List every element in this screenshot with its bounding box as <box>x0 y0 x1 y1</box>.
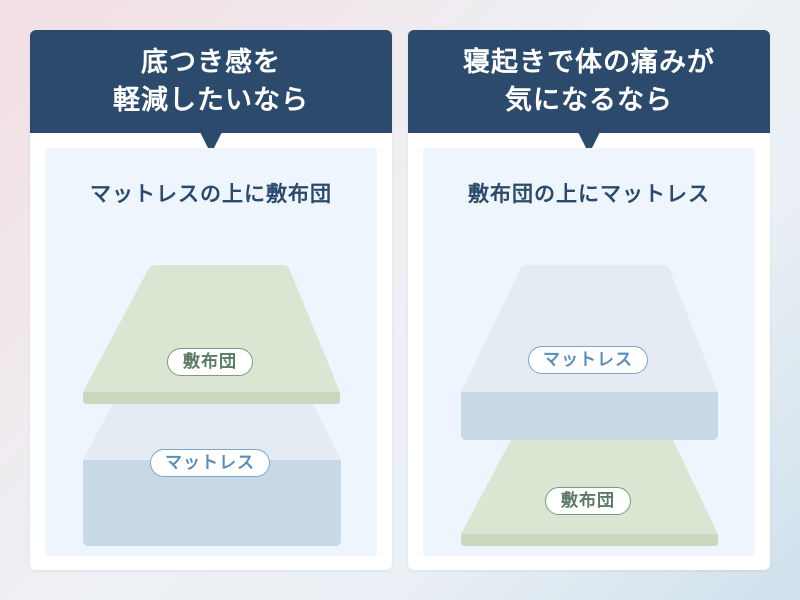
futon-side-face <box>83 392 340 404</box>
panel-header: 底つき感を 軽減したいなら <box>30 30 392 133</box>
futon-label: 敷布団 <box>545 487 631 515</box>
futon-side-face <box>461 534 718 546</box>
layer-stack-illustration <box>83 265 341 546</box>
mattress-label: マットレス <box>150 449 270 477</box>
header-title-line1: 底つき感を <box>141 46 281 78</box>
header-title-line2: 気になるなら <box>505 84 673 116</box>
diagram-area: マットレスの上に敷布団 敷布団 マットレス <box>45 148 377 556</box>
panel-header: 寝起きで体の痛みが 気になるなら <box>408 30 770 133</box>
futon-label: 敷布団 <box>167 348 253 376</box>
header-title-line2: 軽減したいなら <box>113 84 309 116</box>
diagram-subtitle: マットレスの上に敷布団 <box>90 182 332 206</box>
mattress-top-face <box>461 265 718 392</box>
mattress-side-face <box>461 392 718 440</box>
mattress-label: マットレス <box>528 346 648 374</box>
diagram-area: 敷布団の上にマットレス マットレス 敷布団 <box>423 148 755 556</box>
panel-reduce-bottoming: 底つき感を 軽減したいなら マットレスの上に敷布団 敷布団 マットレス <box>30 30 392 570</box>
futon-top-face <box>83 265 340 392</box>
header-title-line1: 寝起きで体の痛みが <box>463 46 715 78</box>
mattress-side-face <box>83 460 341 546</box>
diagram-subtitle: 敷布団の上にマットレス <box>468 182 710 206</box>
panel-wake-up-pain: 寝起きで体の痛みが 気になるなら 敷布団の上にマットレス マットレス 敷布団 <box>408 30 770 570</box>
